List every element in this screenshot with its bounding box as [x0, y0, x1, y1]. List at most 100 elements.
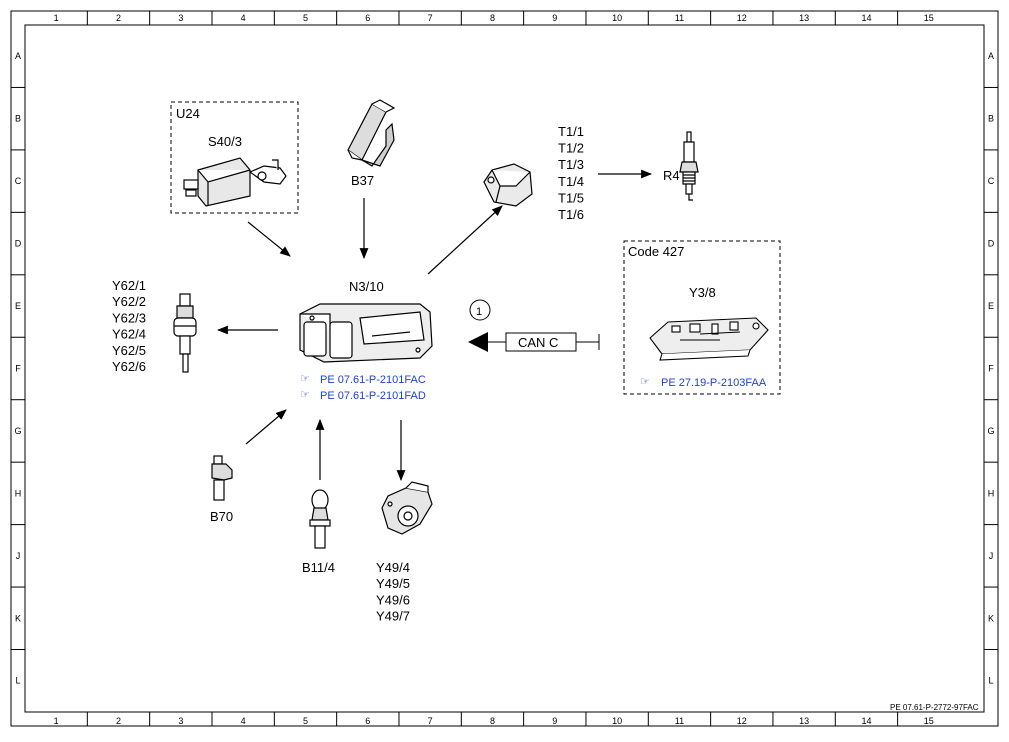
- t1-label: T1/2: [558, 141, 584, 156]
- pointing-hand-icon: ☞: [300, 373, 310, 385]
- grid-column-label: 4: [241, 13, 246, 23]
- grid-column-label: 1: [54, 716, 59, 726]
- grid-scale: 1122334455667788991010111112121313141415…: [11, 11, 998, 726]
- ecu-ref-1-text: PE 07.61-P-2101FAC: [320, 374, 426, 386]
- code-427-label: Code 427: [628, 244, 684, 259]
- grid-column-label: 11: [675, 13, 684, 23]
- grid-row-label: C: [15, 176, 22, 186]
- grid-column-label: 7: [428, 716, 433, 726]
- t1-label: T1/4: [558, 174, 584, 189]
- y49-label: Y49/5: [376, 576, 410, 591]
- fuel-injector-icon: [173, 293, 197, 373]
- grid-row-label: D: [988, 239, 995, 249]
- t1-label: T1/1: [558, 124, 584, 139]
- grid-row-label: L: [15, 676, 20, 686]
- b70-label: B70: [210, 509, 233, 524]
- grid-row-label: E: [988, 301, 994, 311]
- outer-frame: [10, 10, 999, 727]
- pointing-hand-icon: ☞: [640, 376, 650, 388]
- can-marker-circle: [469, 299, 491, 321]
- can-c-label: CAN C: [518, 335, 558, 350]
- spark-plug-icon: [679, 131, 699, 201]
- grid-row-label: K: [988, 613, 994, 623]
- t1-label: T1/3: [558, 157, 584, 172]
- y62-label: Y62/6: [112, 359, 146, 374]
- grid-row-label: J: [989, 551, 994, 561]
- s40-3-label: S40/3: [208, 134, 242, 149]
- grid-row-label: G: [987, 426, 994, 436]
- grid-column-label: 15: [924, 716, 934, 726]
- grid-column-label: 10: [612, 13, 622, 23]
- b37-label: B37: [351, 173, 374, 188]
- y62-label: Y62/1: [112, 278, 146, 293]
- t1-label: T1/6: [558, 207, 584, 222]
- grid-column-label: 6: [365, 13, 370, 23]
- t1-label: T1/5: [558, 190, 584, 205]
- grid-column-label: 2: [116, 716, 121, 726]
- valve-body-ref[interactable]: ☞ PE 27.19-P-2103FAA: [640, 376, 767, 389]
- n3-10-label: N3/10: [349, 279, 384, 294]
- grid-column-label: 14: [861, 13, 871, 23]
- b11-4-label: B11/4: [302, 560, 335, 575]
- crankshaft-sensor-icon: [211, 455, 233, 501]
- grid-column-label: 5: [303, 716, 308, 726]
- selector-switch-icon: [183, 157, 287, 207]
- ignition-coil-icon: [483, 163, 533, 207]
- connection-arrows: [216, 169, 653, 482]
- valve-body-ref-text: PE 27.19-P-2103FAA: [661, 377, 767, 389]
- camshaft-solenoid-icon: [381, 481, 433, 535]
- grid-column-label: 13: [799, 13, 809, 23]
- grid-column-label: 6: [365, 716, 370, 726]
- grid-column-label: 3: [178, 13, 183, 23]
- grid-column-label: 15: [924, 13, 934, 23]
- grid-column-label: 5: [303, 13, 308, 23]
- grid-row-label: D: [15, 239, 22, 249]
- y49-label: Y49/6: [376, 592, 410, 607]
- grid-row-label: H: [15, 488, 22, 498]
- grid-column-label: 9: [552, 716, 557, 726]
- accelerator-pedal-icon: [347, 99, 396, 167]
- t1-labels: T1/1T1/2T1/3T1/4T1/5T1/6: [558, 124, 584, 222]
- grid-column-label: 9: [552, 13, 557, 23]
- coolant-temp-sensor-icon: [309, 489, 331, 549]
- ecu-ref-1[interactable]: ☞ PE 07.61-P-2101FAC: [300, 373, 426, 386]
- grid-column-label: 12: [737, 716, 747, 726]
- grid-column-label: 8: [490, 13, 495, 23]
- u24-box: [170, 101, 299, 214]
- grid-row-label: J: [16, 551, 21, 561]
- grid-row-label: A: [988, 51, 994, 61]
- grid-row-label: H: [988, 488, 995, 498]
- control-unit-icon: [299, 303, 433, 363]
- grid-column-label: 14: [861, 716, 871, 726]
- y62-label: Y62/2: [112, 294, 146, 309]
- grid-column-label: 1: [54, 13, 59, 23]
- grid-column-label: 2: [116, 13, 121, 23]
- y62-label: Y62/3: [112, 310, 146, 325]
- u24-label: U24: [176, 106, 200, 121]
- can-arrow-head: [468, 332, 488, 352]
- grid-row-label: L: [988, 676, 993, 686]
- pointing-hand-icon: ☞: [300, 389, 310, 401]
- grid-row-label: A: [15, 51, 21, 61]
- grid-column-label: 13: [799, 716, 809, 726]
- can-marker-number: 1: [476, 306, 482, 318]
- grid-row-label: B: [15, 114, 21, 124]
- grid-column-label: 10: [612, 716, 622, 726]
- grid-row-label: F: [988, 363, 994, 373]
- r4-label: R4: [663, 168, 680, 183]
- ecu-ref-2-text: PE 07.61-P-2101FAD: [320, 390, 426, 402]
- y62-label: Y62/5: [112, 343, 146, 358]
- y49-label: Y49/4: [376, 560, 410, 575]
- ecu-ref-2[interactable]: ☞ PE 07.61-P-2101FAD: [300, 389, 426, 402]
- grid-column-label: 12: [737, 13, 747, 23]
- grid-column-label: 11: [675, 716, 684, 726]
- code-427-box: [623, 240, 781, 395]
- grid-column-label: 3: [178, 716, 183, 726]
- grid-row-label: B: [988, 114, 994, 124]
- grid-row-label: C: [988, 176, 995, 186]
- grid-row-label: F: [15, 363, 21, 373]
